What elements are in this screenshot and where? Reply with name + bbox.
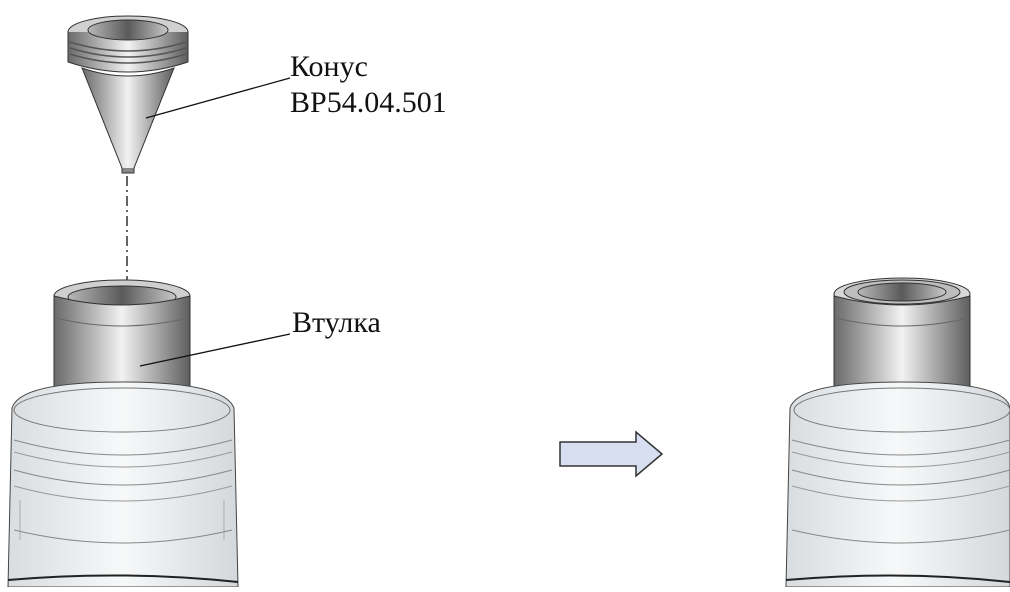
sleeve-part	[53, 279, 191, 411]
base-housing-left	[7, 381, 239, 588]
base-housing-right	[785, 381, 1010, 588]
cone-name-label: Конус	[290, 50, 368, 83]
sleeve-leader-line	[139, 333, 291, 367]
assembled-sleeve	[833, 277, 971, 411]
arrow-right-icon	[559, 430, 664, 478]
sleeve-name-label: Втулка	[292, 306, 381, 339]
cone-part	[67, 15, 189, 174]
cone-code-label: BP54.04.501	[290, 86, 447, 119]
cone-leader-line	[145, 77, 291, 119]
